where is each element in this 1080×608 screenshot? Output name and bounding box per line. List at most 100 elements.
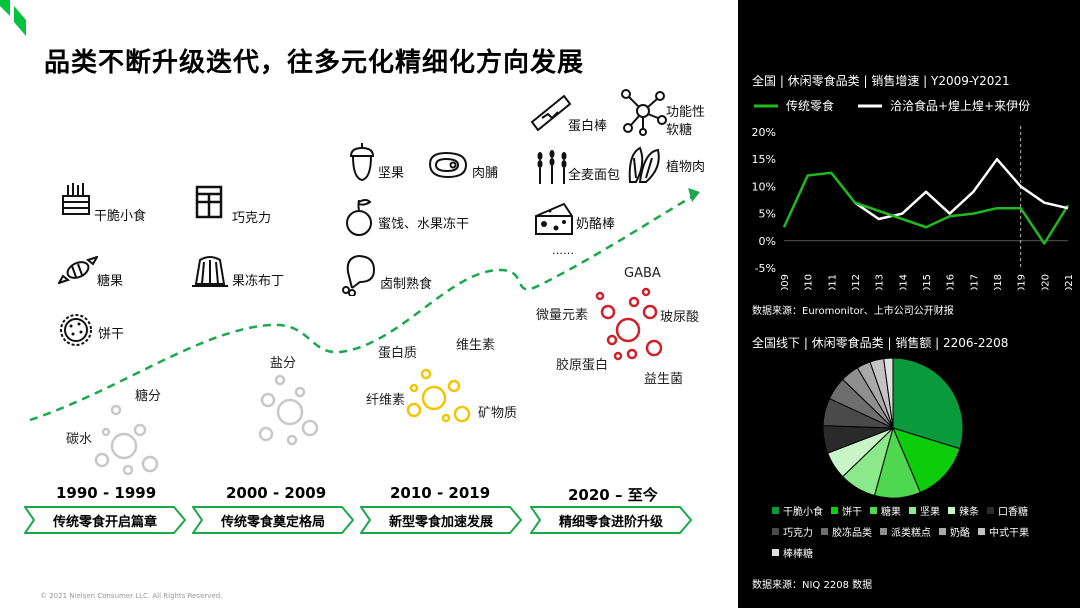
x-tick-label: 2011	[827, 274, 838, 290]
y-tick-label: 5%	[759, 208, 776, 221]
chocolate-icon	[195, 185, 223, 219]
era-label: 新型零食加速发展	[388, 514, 493, 530]
bubbles-1990	[94, 404, 159, 476]
nutrient-label: 纤维素	[366, 393, 406, 408]
product-label: 肉脯	[472, 166, 499, 181]
bubbles-2000	[258, 374, 319, 446]
legend-swatch	[880, 528, 887, 535]
pie-legend-item: 派类糕点	[880, 524, 931, 539]
line-legend-1: 传统零食	[752, 97, 834, 114]
pie-legend-item: 棒棒糖	[772, 545, 813, 560]
product-label: 糖果	[97, 274, 124, 289]
bubbles-2010	[406, 368, 471, 423]
legend-swatch	[772, 507, 779, 514]
pie-legend: 干脆小食饼干糖果坚果辣条口香糖巧克力胶冻品类派类糕点奶酪中式干果棒棒糖	[772, 503, 1072, 566]
nutrient-label: 维生素	[456, 338, 496, 353]
legend-label: 洽洽食品+煌上煌+来伊份	[890, 99, 1031, 113]
pie-legend-item: 糖果	[870, 503, 901, 518]
product-label-ellipsis: ……	[552, 244, 574, 257]
x-tick-label: 2013	[875, 274, 886, 290]
legend-label: 干脆小食	[783, 507, 823, 518]
x-tick-label: 2012	[851, 274, 862, 290]
pie-legend-item: 干脆小食	[772, 503, 823, 518]
legend-label: 奶酪	[950, 528, 970, 539]
era-year: 2000 - 2009	[226, 484, 327, 502]
y-tick-label: 10%	[752, 180, 776, 193]
line-legend-2: 洽洽食品+煌上煌+来伊份	[856, 97, 1030, 114]
plum-icon	[346, 199, 372, 236]
product-label: 坚果	[378, 166, 405, 181]
product-label: 巧克力	[232, 211, 272, 226]
series-line-1	[782, 171, 1070, 245]
y-tick-label: 0%	[759, 235, 776, 248]
y-tick-label: 15%	[752, 153, 776, 166]
nutrient-label: 玻尿酸	[660, 310, 700, 325]
wheat-icon	[537, 150, 567, 184]
trend-line	[29, 188, 700, 422]
product-label: 果冻布丁	[232, 274, 285, 289]
legend-swatch	[772, 528, 779, 535]
pie-legend-item: 胶冻品类	[821, 524, 872, 539]
pie-legend-item: 奶酪	[939, 524, 970, 539]
legend-swatch	[831, 507, 838, 514]
cookie-icon	[60, 314, 92, 346]
x-tick-label: 2017	[969, 274, 980, 290]
meat-icon	[428, 151, 468, 179]
pie-chart-source: 数据来源：NIQ 2208 数据	[752, 580, 873, 591]
legend-swatch	[987, 507, 994, 514]
product-label: 全麦面包	[568, 168, 621, 183]
nutrient-label: 碳水	[66, 432, 93, 447]
nutrient-label: 微量元素	[536, 308, 589, 323]
x-tick-label: 2021	[1064, 274, 1075, 290]
legend-swatch	[909, 507, 916, 514]
era-label: 传统零食开启篇章	[52, 514, 157, 530]
legend-label: 中式干果	[989, 528, 1029, 539]
right-panel	[738, 0, 1080, 608]
x-tick-label: 2014	[898, 274, 909, 290]
x-tick-label: 2016	[946, 274, 957, 290]
y-tick-label: 20%	[752, 126, 776, 139]
legend-swatch	[858, 104, 882, 107]
era-banner: 精细零食进阶升级	[530, 506, 692, 534]
bubbles-2020	[595, 287, 663, 361]
era-banner: 传统零食奠定格局	[192, 506, 354, 534]
pie-legend-item: 中式干果	[978, 524, 1029, 539]
product-label: 蛋白棒	[568, 119, 608, 134]
nielsen-logo-icon	[0, 0, 26, 36]
left-panel: 品类不断升级迭代，往多元化精细化方向发展 干脆小食 巧克力 糖果	[0, 0, 706, 600]
fries-icon	[62, 183, 90, 215]
legend-label: 饼干	[842, 507, 862, 518]
product-label: 饼干	[98, 327, 125, 342]
legend-swatch	[870, 507, 877, 514]
line-chart-source: 数据来源：Euromonitor、上市公司公开财报	[752, 306, 954, 317]
legend-swatch	[948, 507, 955, 514]
x-tick-label: 2015	[922, 274, 933, 290]
series-line-2	[854, 157, 1069, 221]
era-banner: 传统零食开启篇章	[24, 506, 186, 534]
legend-label: 传统零食	[786, 99, 835, 113]
nutrient-label: 胶原蛋白	[556, 358, 609, 373]
plant-leaf-icon	[628, 146, 660, 183]
x-tick-label: 2010	[804, 274, 815, 290]
protein-bar-icon	[530, 94, 572, 132]
legend-label: 棒棒糖	[783, 549, 813, 560]
nutrient-bubbles	[94, 287, 663, 476]
cheese-icon	[535, 202, 573, 235]
legend-label: 派类糕点	[891, 528, 931, 539]
era-year: 2020 – 至今	[568, 486, 658, 504]
pie-legend-item: 口香糖	[987, 503, 1028, 518]
pie-slice	[883, 357, 894, 429]
pie-legend-item: 辣条	[948, 503, 979, 518]
product-label: 植物肉	[666, 160, 706, 175]
acorn-icon	[349, 143, 375, 182]
pie-legend-item: 饼干	[831, 503, 862, 518]
legend-swatch	[939, 528, 946, 535]
product-label: 卤制熟食	[380, 277, 433, 292]
legend-swatch	[772, 549, 779, 556]
nutrient-label: 蛋白质	[378, 346, 418, 361]
nutrient-label: 益生菌	[644, 372, 684, 387]
pie-chart-title: 全国线下 | 休闲零食品类 | 销售额 | 2206-2208	[752, 336, 1009, 350]
legend-label: 巧克力	[783, 528, 813, 539]
jelly-icon	[192, 256, 228, 287]
nutrient-label: 糖分	[135, 389, 162, 404]
